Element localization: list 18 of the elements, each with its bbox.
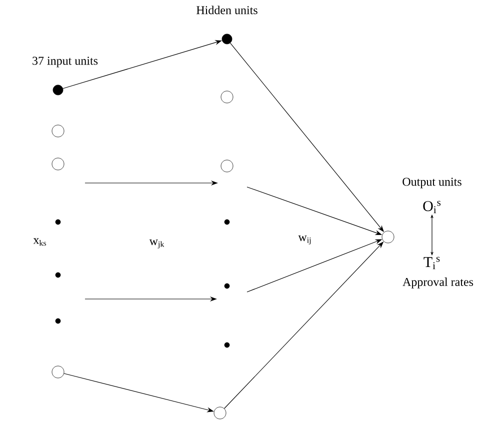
- label: Hidden units: [196, 6, 258, 14]
- unit-circle: [382, 230, 394, 244]
- unit-circle: [52, 124, 64, 138]
- unit-circle: [220, 90, 234, 104]
- symbol-label: O$_{i}$s: [423, 200, 441, 214]
- label: Output units: [402, 178, 462, 188]
- label: w$_{ij}$: [298, 236, 311, 244]
- unit-circle: [214, 406, 226, 420]
- filled-unit: [222, 34, 232, 44]
- label: Approval rates: [402, 278, 474, 288]
- unit-circle: [52, 366, 64, 378]
- label: 37 input units: [32, 56, 98, 68]
- label: w$_{jk}$: [149, 240, 164, 248]
- label: x$_{ks}$: [33, 238, 46, 246]
- unit-circle: [52, 158, 64, 170]
- filled-unit: [52, 84, 64, 96]
- unit-circle: [220, 160, 234, 172]
- symbol-label: T$_{i}$s: [424, 256, 440, 270]
